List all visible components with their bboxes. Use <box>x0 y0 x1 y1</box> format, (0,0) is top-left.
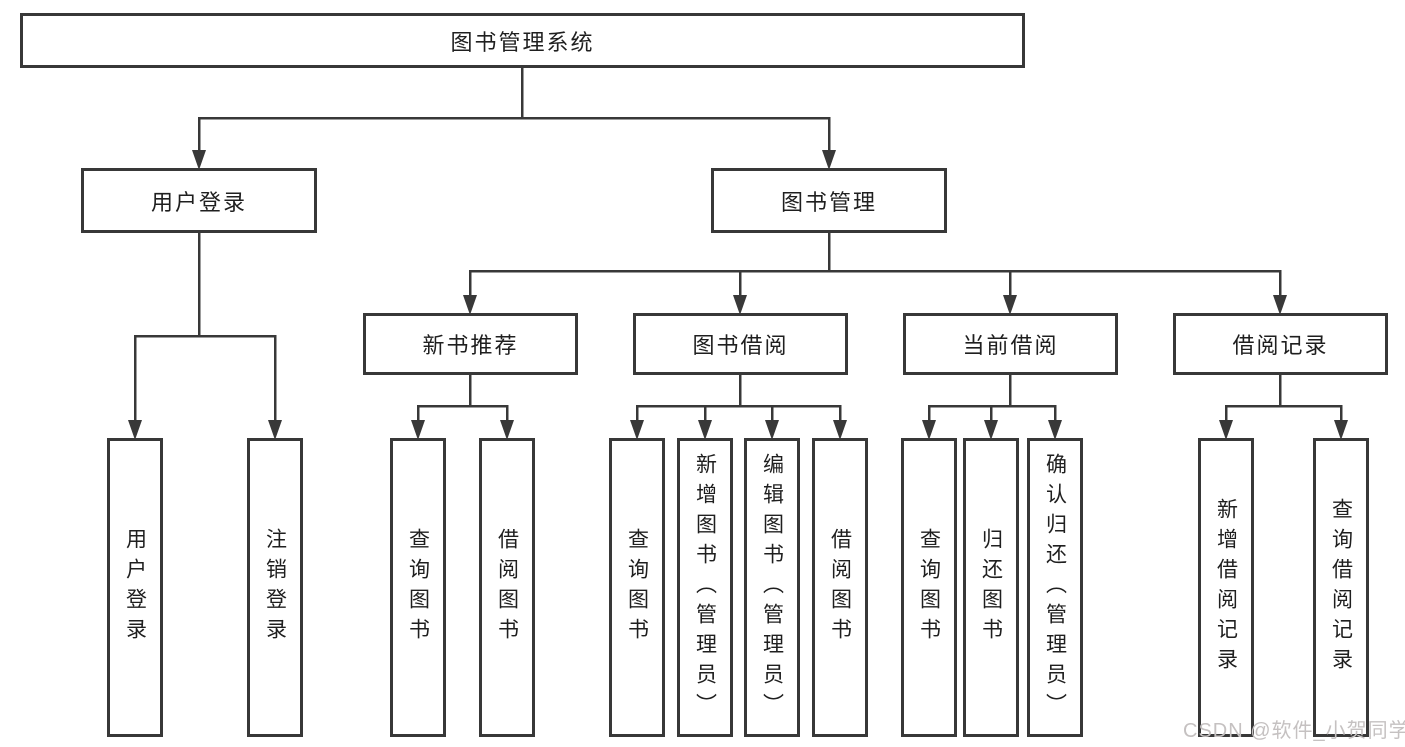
node-borrowing-records: 借阅记录 <box>1173 313 1388 375</box>
node-logout: 注销登录 <box>247 438 303 737</box>
watermark-text: CSDN @软件_小贺同学 <box>1183 720 1405 742</box>
node-borrow-books-recommend: 借阅图书 <box>479 438 535 737</box>
node-library-management-system: 图书管理系统 <box>20 13 1025 68</box>
node-label: 借阅图书 <box>828 527 852 648</box>
node-label: 图书借阅 <box>692 333 789 358</box>
node-query-books-current: 查询图书 <box>901 438 957 737</box>
node-query-books-borrow: 查询图书 <box>609 438 665 737</box>
node-add-borrow-record: 新增借阅记录 <box>1198 438 1254 737</box>
node-label: 当前借阅 <box>962 333 1059 358</box>
node-label: 借阅图书 <box>495 527 519 648</box>
node-new-book-recommendation: 新书推荐 <box>363 313 578 375</box>
node-label: 新增图书（管理员） <box>693 452 717 723</box>
node-label: 图书管理 <box>780 189 877 215</box>
node-book-management: 图书管理 <box>711 168 947 233</box>
node-add-books-admin: 新增图书（管理员） <box>677 438 733 737</box>
node-query-books-recommend: 查询图书 <box>390 438 446 737</box>
node-return-books: 归还图书 <box>963 438 1019 737</box>
node-label: 借阅记录 <box>1232 333 1329 358</box>
node-label: 图书管理系统 <box>450 29 595 55</box>
node-user-login-leaf: 用户登录 <box>107 438 163 737</box>
node-book-borrowing: 图书借阅 <box>633 313 848 375</box>
node-label: 用户登录 <box>123 527 147 648</box>
node-label: 查询图书 <box>406 527 430 648</box>
node-confirm-return-admin: 确认归还（管理员） <box>1027 438 1083 737</box>
node-user-login: 用户登录 <box>81 168 317 233</box>
node-query-borrow-record: 查询借阅记录 <box>1313 438 1369 737</box>
node-borrow-books-leaf: 借阅图书 <box>812 438 868 737</box>
node-label: 查询图书 <box>625 527 649 648</box>
node-label: 归还图书 <box>979 527 1003 648</box>
node-edit-books-admin: 编辑图书（管理员） <box>744 438 800 737</box>
node-label: 注销登录 <box>263 527 287 648</box>
node-label: 确认归还（管理员） <box>1043 452 1067 723</box>
node-label: 查询图书 <box>917 527 941 648</box>
node-label: 查询借阅记录 <box>1329 497 1353 678</box>
node-label: 新书推荐 <box>422 333 519 358</box>
node-label: 编辑图书（管理员） <box>760 452 784 723</box>
node-label: 新增借阅记录 <box>1214 497 1238 678</box>
node-current-borrowing: 当前借阅 <box>903 313 1118 375</box>
node-label: 用户登录 <box>150 189 247 215</box>
